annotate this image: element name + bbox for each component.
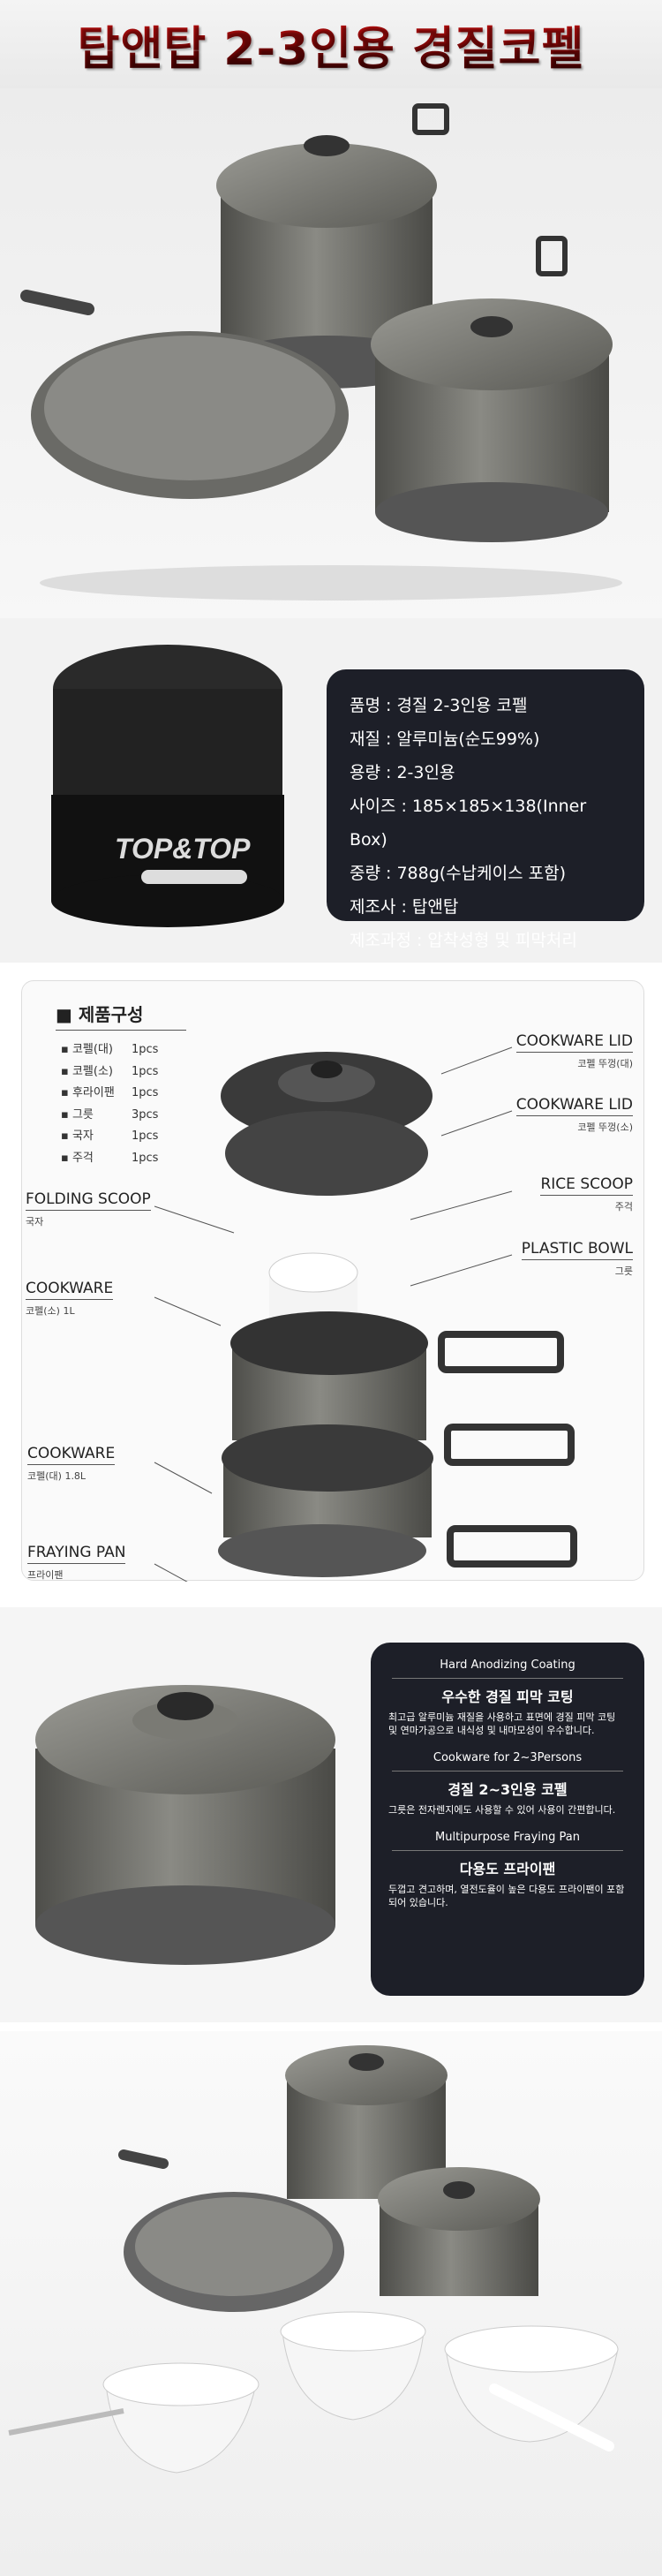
spec-panel: 품명 : 경질 2-3인용 코펠 재질 : 알루미늄(순도99%) 용량 : 2… [327, 669, 644, 950]
features-panel: Hard Anodizing Coating 우수한 경질 피막 코팅 최고급 … [371, 1643, 644, 1996]
storage-bag-section: TOP&TOP 품명 : 경질 2-3인용 코펠 재질 : 알루미늄(순도99%… [0, 618, 662, 963]
spec-process: 제조과정 : 압착성형 및 피막처리 [350, 931, 577, 950]
page-title: 탑앤탑 2-3인용 경질코펠 [78, 11, 585, 78]
spec-capacity: 용량 : 2-3인용 [350, 763, 455, 782]
feature-desc: 최고급 알루미늄 재질을 사용하고 표면에 경질 피막 코팅 및 연마가공으로 … [388, 1711, 616, 1736]
list-item: ▪ 코펠(소)1pcs [61, 1064, 159, 1078]
full-set-image [8, 2045, 619, 2474]
spec-name: 품명 : 경질 2-3인용 코펠 [350, 696, 528, 715]
stacked-pot-image [35, 1685, 335, 1965]
full-set-photo [0, 2031, 662, 2576]
feature-ko-title: 다용도 프라이팬 [459, 1861, 556, 1877]
spec-material: 재질 : 알루미늄(순도99%) [350, 729, 540, 749]
spec-size: 사이즈 : 185×185×138(Inner Box) [350, 797, 587, 850]
features-section: Hard Anodizing Coating 우수한 경질 피막 코팅 최고급 … [0, 1607, 662, 2022]
feature-en-title: Multipurpose Fraying Pan [392, 1831, 623, 1851]
feature-ko-title: 경질 2~3인용 코펠 [448, 1781, 568, 1798]
feature-desc: 그릇은 전자렌지에도 사용할 수 있어 사용이 간편합니다. [388, 1804, 616, 1816]
cookware-set-image [20, 103, 622, 601]
feature-ko-title: 우수한 경질 피막 코팅 [441, 1688, 574, 1705]
brand-logo: TOP&TOP [115, 833, 251, 865]
components-heading: ■ 제품구성 [56, 1001, 186, 1031]
spec-weight: 중량 : 788g(수납케이스 포함) [350, 864, 566, 883]
spec-maker: 제조사 : 탑앤탑 [350, 897, 459, 917]
title-banner: 탑앤탑 2-3인용 경질코펠 [0, 0, 662, 88]
mesh-bag-image: TOP&TOP [51, 645, 284, 927]
feature-en-title: Hard Anodizing Coating [392, 1658, 623, 1679]
feature-desc: 두껍고 견고하며, 열전도율이 높은 다용도 프라이팬이 포함되어 있습니다. [388, 1884, 625, 1908]
exploded-diagram [154, 1046, 577, 1582]
hero-photo [0, 88, 662, 618]
feature-en-title: Cookware for 2~3Persons [392, 1751, 623, 1771]
list-item: ▪ 코펠(대)1pcs [61, 1043, 159, 1056]
